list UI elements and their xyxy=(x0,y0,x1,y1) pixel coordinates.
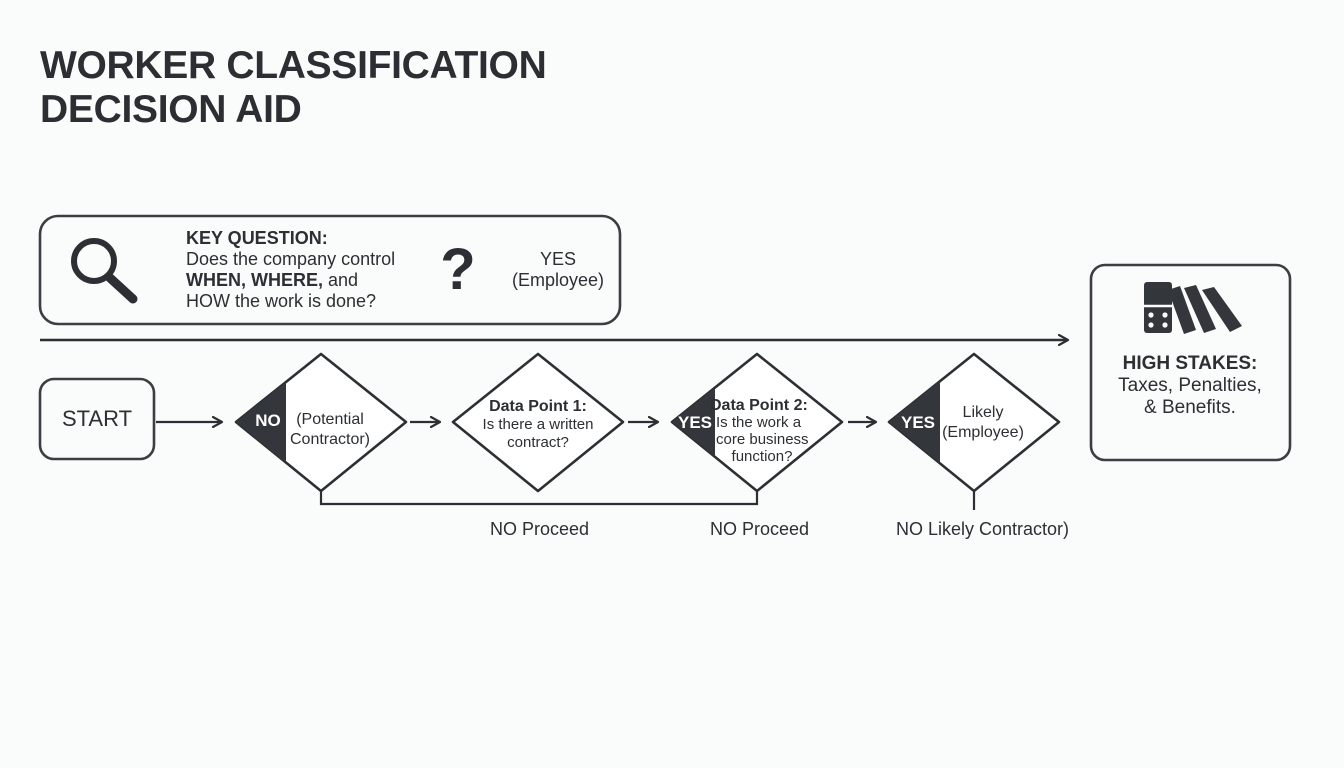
no-proceed-label-1: NO Proceed xyxy=(490,519,590,539)
data-point-2-line-3: function? xyxy=(731,448,793,465)
key-question-line-1: Does the company control xyxy=(186,249,396,269)
high-stakes-line-1: Taxes, Penalties, xyxy=(1118,375,1262,396)
key-question-text: KEY QUESTION: Does the company control W… xyxy=(186,228,395,312)
high-stakes-text: HIGH STAKES: Taxes, Penalties, & Benefit… xyxy=(1092,353,1288,419)
no-likely-contractor-label: NO Likely Contractor) xyxy=(896,519,1070,539)
domino-icon xyxy=(1144,282,1242,334)
potential-contractor-line-1: (Potential xyxy=(296,411,364,428)
no-proceed-label-2: NO Proceed xyxy=(710,519,810,539)
data-point-1-line-1: Is there a written xyxy=(482,416,594,433)
potential-contractor-line-2: Contractor) xyxy=(289,431,371,448)
data-point-2-line-1: Is the work a xyxy=(716,414,802,431)
likely-employee-label: Likely (Employee) xyxy=(937,403,1029,443)
data-point-1-heading: Data Point 1: xyxy=(489,398,587,415)
key-question-box xyxy=(38,214,622,326)
title-line-1: WORKER CLASSIFICATION xyxy=(40,44,547,87)
key-question-line-2: WHEN, WHERE, and xyxy=(186,270,395,291)
yes-employee-label: YES (Employee) xyxy=(504,249,612,291)
page-title: WORKER CLASSIFICATION DECISION AID xyxy=(40,44,547,132)
data-point-2-line-2: core business xyxy=(716,431,809,448)
question-mark-icon: ? xyxy=(440,237,476,302)
key-question-heading: KEY QUESTION: xyxy=(186,228,328,248)
high-stakes-heading: HIGH STAKES: xyxy=(1122,353,1258,374)
key-question-line-3: HOW the work is done? xyxy=(186,291,377,311)
yes-label: YES xyxy=(539,249,577,269)
title-line-2: DECISION AID xyxy=(40,88,302,131)
likely-line-2: (Employee) xyxy=(942,424,1024,441)
no-branch-connector xyxy=(319,491,759,506)
likely-yes-tag: YES xyxy=(900,413,936,432)
data-point-2-heading: Data Point 2: xyxy=(710,397,808,414)
no-tag: NO xyxy=(255,411,281,430)
data-point-1-line-2: contract? xyxy=(507,434,569,451)
start-label: START xyxy=(61,406,133,431)
magnifying-glass-icon xyxy=(71,238,138,304)
data-point-1-diamond xyxy=(451,352,625,493)
data-point-1-label: Data Point 1: Is there a written contrac… xyxy=(468,398,608,452)
start-box xyxy=(38,377,156,461)
high-stakes-box xyxy=(1089,263,1292,462)
likely-line-1: Likely xyxy=(962,404,1004,421)
key-question-emphasis: WHEN, WHERE, xyxy=(186,270,323,290)
key-question-line-2-rest: and xyxy=(323,270,359,290)
high-stakes-line-2: & Benefits. xyxy=(1144,397,1236,418)
yes-sub-label: (Employee) xyxy=(511,270,605,290)
potential-contractor-label: (Potential Contractor) xyxy=(285,410,375,450)
data-point-2-yes-tag: YES xyxy=(677,413,713,432)
data-point-2-label: Data Point 2: Is the work a core busines… xyxy=(710,397,814,465)
